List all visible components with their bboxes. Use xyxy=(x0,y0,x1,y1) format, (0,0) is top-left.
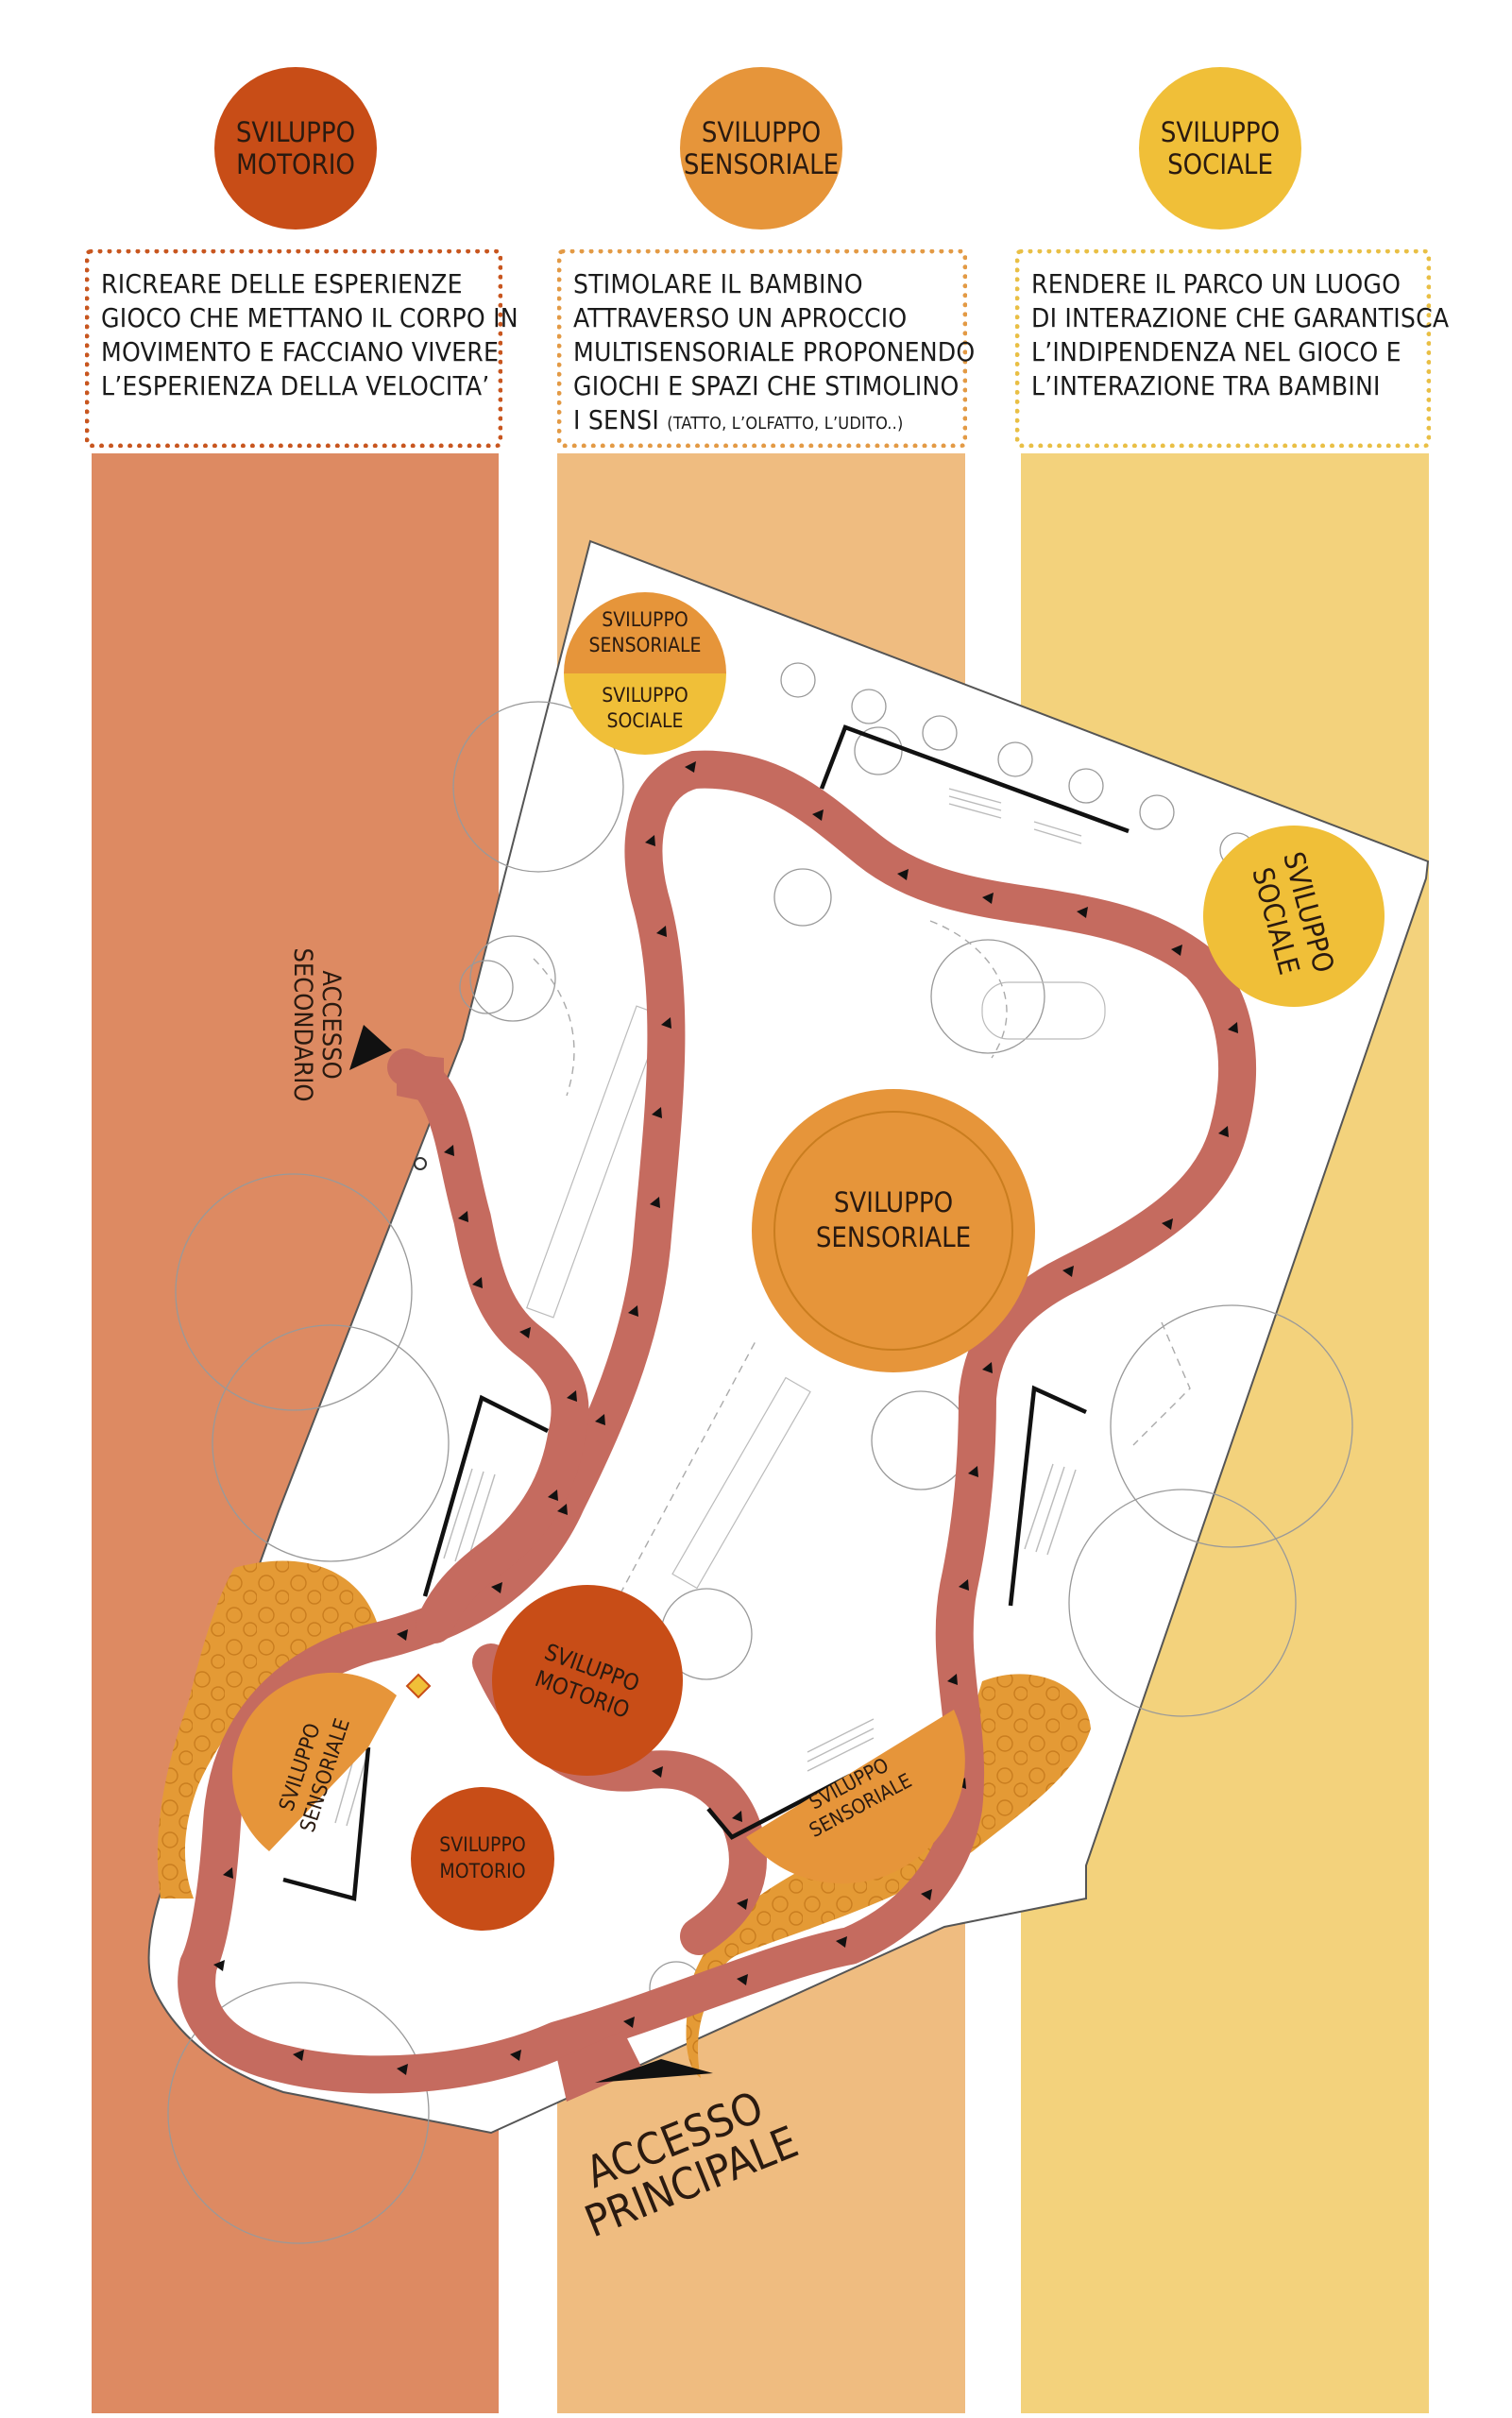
desc-motorio-line3: MOVIMENTO E FACCIANO VIVERE xyxy=(101,336,500,367)
access-main-arrow-icon xyxy=(595,2059,713,2083)
description-box-motorio: RICREARE DELLE ESPERIENZE GIOCO CHE METT… xyxy=(85,249,518,448)
zone-sensoriale-center-label-1: SVILUPPO xyxy=(834,1186,953,1218)
zone-sensoriale-left xyxy=(231,1672,397,1851)
header-sociale-line1: SVILUPPO xyxy=(1160,116,1281,148)
desc-sensoriale-line5: I SENSI (TATTO, L’OLFATTO, L’UDITO..) xyxy=(573,403,962,441)
entrance-post xyxy=(414,1157,427,1170)
access-secondary-arrow-icon xyxy=(349,1025,392,1070)
desc-sociale-line4: L’INTERAZIONE TRA BAMBINI xyxy=(1031,370,1381,401)
desc-motorio-line4: L’ESPERIENZA DELLA VELOCITA’ xyxy=(101,370,490,401)
zone-top-label-3: SVILUPPO xyxy=(602,684,688,707)
desc-sociale-line1: RENDERE IL PARCO UN LUOGO xyxy=(1031,268,1402,299)
desc-sensoriale-line1: STIMOLARE IL BAMBINO xyxy=(573,268,863,299)
zone-motorio-small-label-2: MOTORIO xyxy=(439,1860,525,1882)
description-box-sensoriale: STIMOLARE IL BAMBINO ATTRAVERSO UN APROC… xyxy=(557,249,976,448)
desc-sociale-line3: L’INDIPENDENZA NEL GIOCO E xyxy=(1031,336,1402,367)
zone-motorio-center xyxy=(492,1585,683,1776)
play-feature-marker xyxy=(405,1673,432,1699)
zone-motorio-small xyxy=(411,1787,554,1931)
desc-motorio-line2: GIOCO CHE METTANO IL CORPO IN xyxy=(101,302,518,333)
access-secondary-label-2: SECONDARIO xyxy=(288,947,317,1101)
desc-sensoriale-last-main: I SENSI xyxy=(573,404,659,435)
desc-sociale-line2: DI INTERAZIONE CHE GARANTISCA xyxy=(1031,302,1450,333)
header-sociale-line2: SOCIALE xyxy=(1167,148,1273,180)
zone-top-label-1: SVILUPPO xyxy=(602,608,688,631)
access-secondary-label-1: ACCESSO xyxy=(316,970,346,1079)
header-sensoriale-line1: SVILUPPO xyxy=(701,116,822,148)
zone-sociale-right xyxy=(1203,826,1385,1007)
zone-sensoriale-bottom xyxy=(746,1710,965,1884)
hedge-area-right xyxy=(686,1674,1091,2078)
desc-sensoriale-line4: GIOCHI E SPAZI CHE STIMOLINO xyxy=(573,370,960,401)
desc-motorio-line1: RICREARE DELLE ESPERIENZE xyxy=(101,268,463,299)
desc-sensoriale-line3: MULTISENSORIALE PROPONENDO xyxy=(573,336,976,367)
main-entrance-stub xyxy=(557,2031,642,2102)
desc-sensoriale-last-small: (TATTO, L’OLFATTO, L’UDITO..) xyxy=(667,414,904,434)
zone-sensoriale-center xyxy=(752,1089,1035,1372)
header-motorio-line1: SVILUPPO xyxy=(235,116,356,148)
header-motorio-line2: MOTORIO xyxy=(236,148,355,180)
zone-top-sensoriale-sociale xyxy=(564,592,726,755)
secondary-entrance-stub xyxy=(397,1053,444,1105)
zone-motorio-small-label-1: SVILUPPO xyxy=(439,1833,525,1856)
bench-strokes xyxy=(334,788,1082,1827)
dashed-paths xyxy=(533,920,1191,1607)
fence-lines xyxy=(282,724,1130,1901)
desc-sensoriale-line2: ATTRAVERSO UN APROCCIO xyxy=(573,302,908,333)
zone-top-label-4: SOCIALE xyxy=(606,709,683,732)
description-box-sociale: RENDERE IL PARCO UN LUOGO DI INTERAZIONE… xyxy=(1015,249,1450,448)
zone-top-label-2: SENSORIALE xyxy=(589,634,702,656)
zone-sensoriale-center-label-2: SENSORIALE xyxy=(816,1221,971,1253)
header-sensoriale-line2: SENSORIALE xyxy=(683,148,840,180)
zone-sensoriale-center-inner-ring xyxy=(773,1111,1013,1351)
